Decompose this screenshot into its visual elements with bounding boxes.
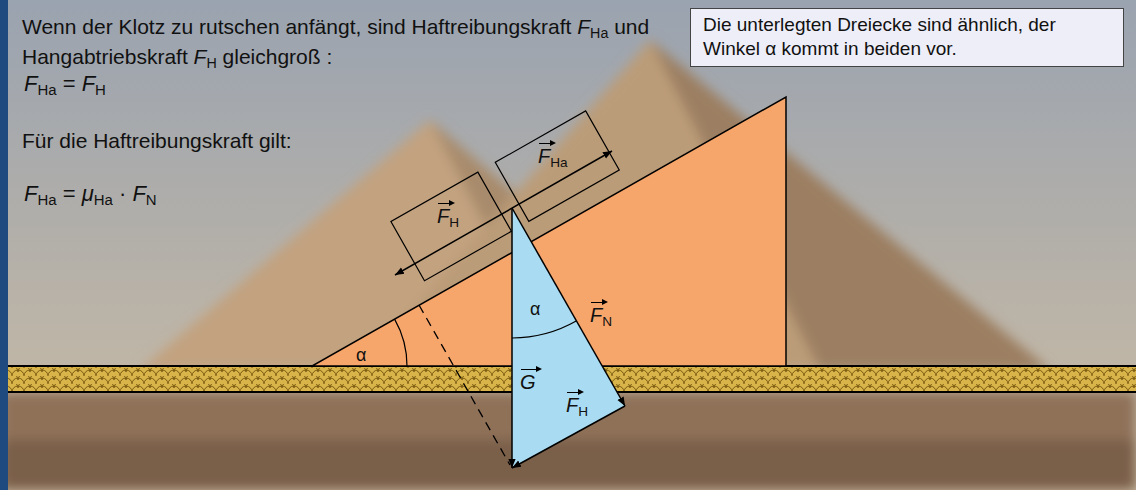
explanation-text: Für die Haftreibungskraft gilt: xyxy=(22,128,292,154)
symbol: F xyxy=(590,303,602,328)
note-text: Die unterlegten Dreiecke sind ähnlich, d… xyxy=(703,13,1111,61)
subscript: Ha xyxy=(37,81,56,98)
subscript: H xyxy=(95,81,106,98)
subscript: Ha xyxy=(37,191,56,208)
angle-arc xyxy=(512,321,576,338)
force-label: FN xyxy=(590,303,612,328)
symbol: F xyxy=(437,204,449,229)
formula: FHa = FH xyxy=(24,70,106,98)
symbol: μ xyxy=(82,180,94,208)
symbol: F xyxy=(566,393,578,418)
block xyxy=(391,111,619,281)
formula: FHa = μHa · FN xyxy=(24,180,157,208)
subscript: H xyxy=(578,404,588,419)
symbol: F xyxy=(24,70,37,98)
pyramids xyxy=(0,40,1136,490)
subscript: H xyxy=(206,55,216,71)
force-label: FHa xyxy=(538,144,568,169)
text-run: α xyxy=(356,345,366,365)
force-label: FH xyxy=(437,204,459,229)
text-run: gleichgroß : xyxy=(217,45,333,68)
subscript: Ha xyxy=(590,25,608,41)
subscript: H xyxy=(449,215,459,230)
symbol: F xyxy=(24,180,37,208)
force-triangle xyxy=(512,208,625,468)
friction-downhill-arrow xyxy=(395,151,612,275)
symbol: F xyxy=(577,12,590,42)
force-label: FH xyxy=(566,393,588,418)
symbol: F xyxy=(538,144,550,169)
explanation-text: Wenn der Klotz zu rutschen anfängt, sind… xyxy=(22,12,682,72)
symbol: F xyxy=(82,70,95,98)
angle-label: α xyxy=(530,298,540,321)
text-run: Für die Haftreibungskraft gilt: xyxy=(22,129,292,152)
subscript: Ha xyxy=(94,191,113,208)
text-run: = xyxy=(57,181,82,206)
symbol: F xyxy=(194,42,207,72)
text-run: α xyxy=(530,299,540,319)
text-run: Wenn der Klotz zu rutschen anfängt, sind… xyxy=(22,15,577,38)
text-run: = xyxy=(57,71,82,96)
subscript: N xyxy=(146,191,157,208)
subscript: N xyxy=(602,314,612,329)
note-box: Die unterlegten Dreiecke sind ähnlich, d… xyxy=(690,8,1124,67)
symbol: F xyxy=(132,180,145,208)
text-run: · xyxy=(113,181,133,206)
force-label: G xyxy=(520,370,536,395)
symbol: G xyxy=(520,370,536,395)
normal-vector xyxy=(512,208,625,406)
left-border xyxy=(0,0,8,490)
subscript: Ha xyxy=(550,155,567,170)
dashed-line xyxy=(419,305,510,465)
angle-label: α xyxy=(356,344,366,367)
angle-arc xyxy=(395,319,407,366)
